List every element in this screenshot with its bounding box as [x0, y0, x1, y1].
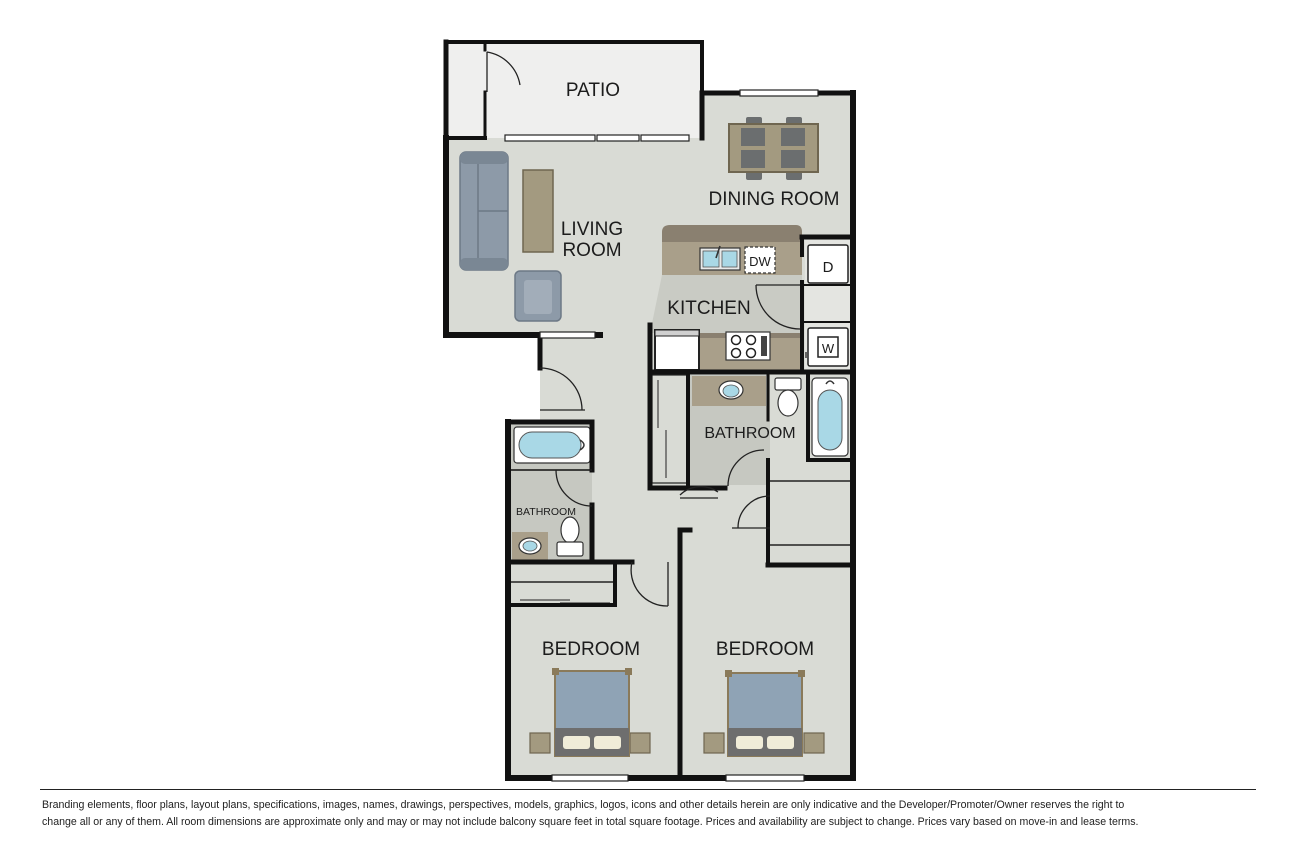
dryer: D: [807, 244, 849, 284]
windows: [504, 89, 819, 782]
dining-room-label: DINING ROOM: [709, 189, 840, 210]
walls: [443, 39, 856, 781]
small-bathroom-label: BATHROOM: [516, 506, 576, 518]
kitchen-lower-counter: [654, 329, 802, 371]
kitchen-upper-counter: DW: [662, 225, 802, 275]
furniture: DW D W: [459, 117, 849, 757]
patio-label: PATIO: [566, 80, 620, 101]
room-labels: PATIO DINING ROOM LIVING ROOM KITCHEN BA…: [516, 80, 839, 660]
dishwasher: [744, 246, 776, 274]
disclaimer-line-1: Branding elements, floor plans, layout p…: [42, 799, 1125, 811]
small-bathroom-fixtures: [512, 426, 591, 560]
washer-label: W: [822, 341, 835, 356]
disclaimer-line-2: change all or any of them. All room dime…: [42, 815, 1139, 828]
washer: W: [807, 327, 849, 367]
living-room-label-line2: ROOM: [562, 240, 621, 261]
right-bed: [703, 670, 825, 757]
main-bathroom-label: BATHROOM: [704, 425, 795, 442]
kitchen-label: KITCHEN: [667, 298, 750, 319]
dining-table: [728, 117, 819, 180]
main-bathroom-fixtures: [692, 376, 849, 457]
coffee-table: [522, 169, 554, 253]
floor-plan: DW D W: [443, 39, 856, 782]
right-bedroom-label: BEDROOM: [716, 639, 814, 660]
left-bed: [529, 668, 651, 757]
footer-divider: [40, 789, 1256, 790]
disclaimer: Branding elements, floor plans, layout p…: [42, 797, 1262, 830]
dryer-label: D: [823, 259, 834, 276]
left-bedroom-label: BEDROOM: [542, 639, 640, 660]
doors: [486, 51, 807, 607]
dishwasher-label: DW: [749, 254, 771, 269]
sofa: [459, 151, 509, 271]
kitchen-floor: [650, 275, 802, 333]
living-room-label-line1: LIVING: [561, 219, 623, 240]
patio-floor: [446, 43, 702, 138]
armchair: [514, 270, 562, 322]
